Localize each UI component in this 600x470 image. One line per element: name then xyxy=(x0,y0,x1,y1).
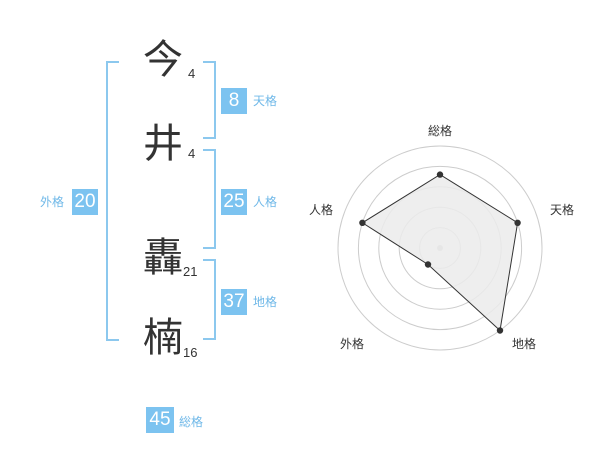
tenkaku-bracket xyxy=(203,61,216,139)
radar-label-soukaku: 総格 xyxy=(428,124,453,138)
stroke-count-4: 16 xyxy=(183,345,198,360)
soukaku-label: 総格 xyxy=(179,415,204,429)
radar-point-3 xyxy=(496,327,504,334)
name-char-3: 轟 xyxy=(143,235,183,281)
chikaku-value-badge: 37 xyxy=(221,289,247,315)
radar-grid-ring xyxy=(337,145,543,351)
name-char-2: 井 xyxy=(143,121,183,167)
radar-point-5 xyxy=(359,219,366,226)
gaikaku-label: 外格 xyxy=(40,195,65,209)
jinkaku-value-badge: 25 xyxy=(221,189,247,215)
jinkaku-label: 人格 xyxy=(253,195,278,209)
radar-polygon xyxy=(361,174,519,332)
chikaku-bracket xyxy=(203,259,216,340)
jinkaku-bracket xyxy=(203,149,216,249)
stroke-count-3: 21 xyxy=(183,264,198,279)
stroke-count-2: 4 xyxy=(188,146,196,161)
radar-label-gaikaku: 外格 xyxy=(340,337,365,351)
name-char-4: 楠 xyxy=(143,315,183,361)
name-char-1: 今 xyxy=(143,37,183,83)
radar-label-jinkaku: 人格 xyxy=(309,203,334,217)
gaikaku-value-badge: 20 xyxy=(72,189,98,215)
tenkaku-value-badge: 8 xyxy=(221,88,247,114)
radar-label-chikaku: 地格 xyxy=(512,337,537,351)
radar-label-tenkaku: 天格 xyxy=(550,203,575,217)
radar-grid-ring xyxy=(357,165,523,331)
stroke-count-1: 4 xyxy=(188,66,196,81)
radar-point-2 xyxy=(514,219,521,226)
radar-point-4 xyxy=(424,261,432,268)
radar-point-1 xyxy=(436,171,444,178)
chikaku-label: 地格 xyxy=(253,295,278,309)
tenkaku-label: 天格 xyxy=(253,94,278,108)
radar-points xyxy=(359,171,521,334)
soukaku-value-badge: 45 xyxy=(146,407,174,433)
gaikaku-bracket xyxy=(106,61,119,341)
